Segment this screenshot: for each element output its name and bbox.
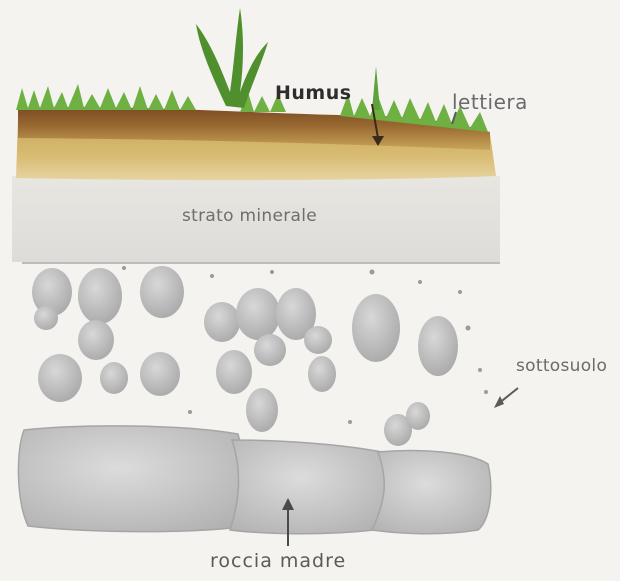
humus-label: Humus — [275, 82, 352, 104]
bedrock — [18, 426, 490, 534]
subsoil-rocks — [32, 266, 458, 446]
strato-minerale-label: strato minerale — [182, 206, 317, 226]
lettiera-label: lettiera — [452, 90, 528, 114]
roccia-madre-label: roccia madre — [210, 550, 346, 572]
sottosuolo-label: sottosuolo — [516, 356, 607, 376]
